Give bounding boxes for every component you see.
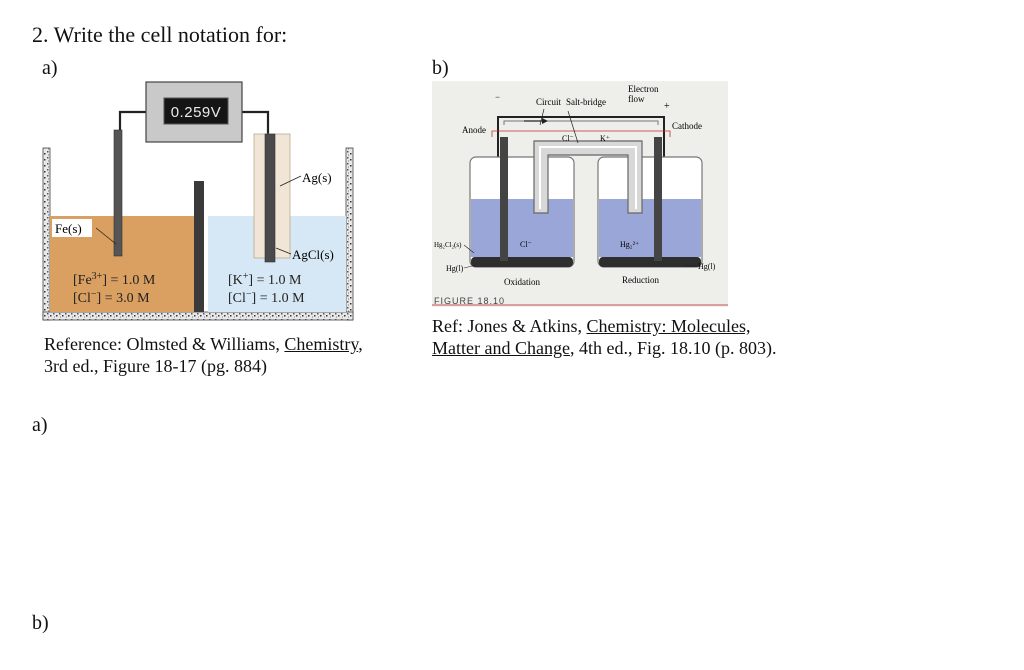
label-salt-bridge: Salt-bridge bbox=[566, 97, 606, 107]
label-hg2-solution: Hg₂²⁺ bbox=[620, 240, 639, 249]
label-minus: − bbox=[495, 92, 500, 102]
label-cl-solution: Cl⁻ bbox=[520, 240, 532, 249]
part-b-label: b) bbox=[432, 57, 449, 79]
reference-b-line1: Ref: Jones & Atkins, Chemistry: Molecule… bbox=[432, 316, 751, 336]
left-solution bbox=[471, 199, 573, 257]
figure-b-caption: FIGURE 18.10 bbox=[434, 296, 505, 306]
label-plus: + bbox=[664, 101, 670, 112]
voltmeter-reading: 0.259V bbox=[171, 104, 222, 121]
label-hg-left: Hg(l) bbox=[446, 264, 464, 273]
cathode-lead bbox=[654, 137, 662, 261]
anode-lead bbox=[500, 137, 508, 261]
label-hg-right: Hg(l) bbox=[698, 262, 716, 271]
label-fe: Fe(s) bbox=[55, 221, 82, 236]
answer-b-label: b) bbox=[32, 612, 49, 634]
figure-b-cell-diagram: − Circuit Salt-bridge Electron flow + An… bbox=[432, 81, 728, 307]
answer-a-label: a) bbox=[32, 414, 48, 436]
voltmeter-display bbox=[163, 97, 229, 125]
fe-electrode bbox=[113, 129, 123, 257]
label-circuit: Circuit bbox=[536, 97, 561, 107]
label-agcl: AgCl(s) bbox=[292, 247, 334, 262]
ag-electrode bbox=[264, 133, 276, 263]
label-hg2cl2: Hg₂Cl₂(s) bbox=[434, 241, 462, 249]
container-right-wall bbox=[345, 147, 354, 321]
right-mercury bbox=[599, 257, 701, 267]
salt-bridge bbox=[533, 140, 643, 214]
left-mercury bbox=[471, 257, 573, 267]
label-cathode: Cathode bbox=[672, 121, 702, 131]
right-conc-k: [K+] = 1.0 M bbox=[228, 271, 302, 288]
reference-a-line1: Reference: Olmsted & Williams, Chemistry… bbox=[44, 334, 363, 354]
label-cl-bridge: Cl⁻ bbox=[562, 134, 574, 143]
right-solution bbox=[599, 199, 701, 257]
label-k-bridge: K⁺ bbox=[600, 134, 610, 143]
fe-label-bg bbox=[52, 219, 92, 237]
label-ag: Ag(s) bbox=[302, 170, 332, 185]
label-oxidation: Oxidation bbox=[504, 277, 540, 287]
container-bottom bbox=[42, 311, 354, 321]
container-left-wall bbox=[42, 147, 51, 321]
right-wire bbox=[240, 110, 270, 138]
part-a-label: a) bbox=[42, 57, 58, 79]
right-conc-cl: [Cl−] = 1.0 M bbox=[228, 289, 305, 306]
left-conc-cl: [Cl−] = 3.0 M bbox=[73, 289, 150, 306]
label-anode: Anode bbox=[462, 125, 486, 135]
left-conc-fe: [Fe3+] = 1.0 M bbox=[73, 271, 156, 288]
divider bbox=[194, 181, 204, 312]
label-electron-flow-2: flow bbox=[628, 94, 645, 104]
left-wire bbox=[118, 110, 148, 233]
reference-a-line2: 3rd ed., Figure 18-17 (pg. 884) bbox=[44, 356, 267, 376]
label-electron-flow-1: Electron bbox=[628, 84, 659, 94]
label-reduction: Reduction bbox=[622, 275, 659, 285]
question-heading: 2. Write the cell notation for: bbox=[32, 22, 288, 47]
figure-a-cell-diagram: 0.259V Fe(s) Ag(s) AgCl(s) [Fe3+] = 1.0 … bbox=[42, 81, 354, 321]
reference-b-line2: Matter and Change, 4th ed., Fig. 18.10 (… bbox=[432, 338, 777, 358]
